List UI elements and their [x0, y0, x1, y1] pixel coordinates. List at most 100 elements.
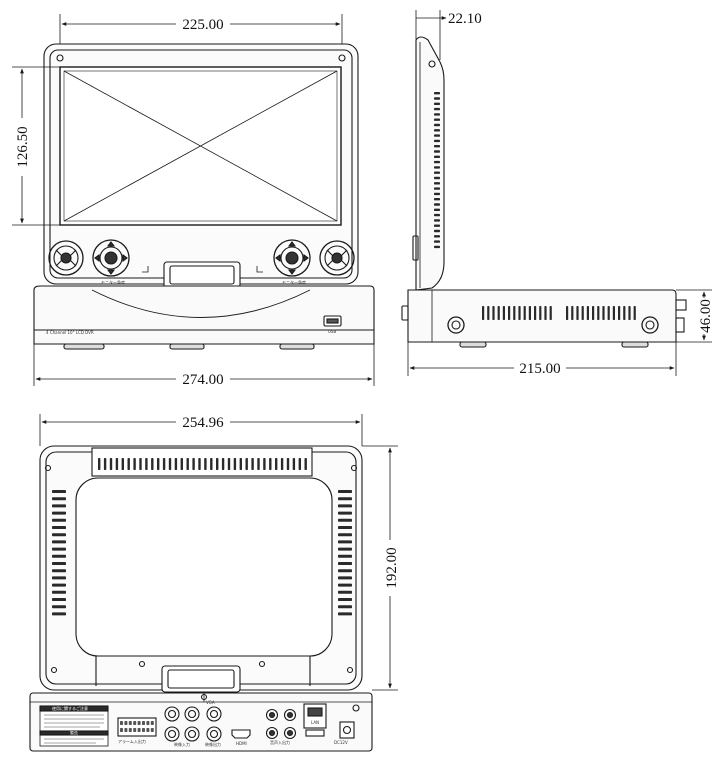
vent-slot	[434, 240, 440, 243]
vent-slot	[523, 306, 526, 320]
vent-slot	[146, 728, 150, 732]
front-base-width-dimension	[33, 344, 375, 386]
vent-slot	[586, 306, 589, 320]
vent-slot	[121, 458, 124, 470]
vent-slot	[338, 554, 352, 558]
vent-slot	[434, 235, 440, 238]
vent-slot	[338, 540, 352, 544]
vent-slot	[52, 518, 66, 522]
side-depth-dimension	[415, 10, 447, 60]
hdmi-label: HDMI	[236, 741, 247, 746]
vent-slot	[434, 129, 440, 132]
back-width-value: 254.96	[182, 415, 224, 431]
back-height-value: 192.00	[384, 547, 400, 588]
back-top-vents	[98, 458, 307, 470]
vent-slot	[338, 533, 352, 537]
vent-slot	[508, 306, 511, 320]
vent-slot	[52, 526, 66, 529]
vent-slot	[607, 306, 610, 320]
vent-slot	[434, 134, 440, 137]
vent-slot	[52, 576, 66, 580]
vent-slot	[120, 728, 123, 732]
vent-slot	[286, 458, 290, 470]
terminal-pins	[120, 721, 154, 732]
vent-slot	[52, 612, 66, 616]
vent-slot	[128, 728, 132, 732]
vent-slot	[52, 511, 66, 515]
hdmi-port-icon	[231, 729, 251, 739]
bnc-video-in-icon	[164, 706, 200, 742]
vent-slot	[52, 490, 66, 493]
vent-slot	[227, 458, 231, 470]
vent-slot	[216, 458, 219, 470]
vent-slot	[292, 458, 296, 470]
back-left-vents	[52, 490, 66, 616]
vent-slot	[528, 306, 531, 320]
back-height-dimension	[362, 445, 398, 691]
vent-slot	[497, 306, 500, 320]
vent-slot	[338, 598, 352, 601]
vent-slot	[157, 458, 160, 470]
vent-slot	[204, 458, 207, 470]
vent-slot	[233, 458, 237, 470]
vent-slot	[571, 306, 574, 320]
vent-slot	[124, 728, 128, 732]
vent-slot	[127, 458, 130, 470]
vent-slot	[52, 590, 66, 594]
vent-slot	[434, 155, 440, 158]
vent-slot	[210, 458, 213, 470]
vent-slot	[487, 306, 490, 320]
vent-slot	[434, 182, 440, 185]
side-base-depth-value: 215.00	[519, 361, 560, 377]
vent-slot	[338, 583, 352, 587]
vent-slot	[592, 306, 595, 320]
vent-slot	[98, 458, 101, 470]
monitor-angle-right-label: モニター角度	[282, 279, 306, 285]
vent-slot	[52, 504, 66, 508]
power-port-icon	[339, 721, 355, 739]
vent-slot	[338, 576, 352, 580]
vent-slot	[612, 306, 615, 320]
vent-slot	[434, 245, 440, 249]
vent-slot	[139, 458, 142, 470]
vent-slot	[115, 458, 119, 470]
vent-slot	[513, 306, 516, 320]
vent-slot	[434, 139, 440, 143]
vent-slot	[518, 306, 521, 320]
vent-slot	[597, 306, 600, 320]
vent-slot	[544, 306, 547, 320]
vent-slot	[434, 107, 440, 111]
vent-slot	[145, 458, 148, 470]
vent-slot	[492, 306, 495, 320]
front-view	[33, 43, 375, 350]
vent-slot	[434, 145, 440, 148]
back-right-vents	[338, 490, 352, 616]
front-base-width-value: 274.00	[182, 372, 223, 388]
vent-slot	[52, 569, 66, 573]
vent-slot	[338, 504, 352, 508]
vent-slot	[52, 547, 66, 551]
alarm-terminal-icon	[117, 717, 157, 737]
vent-slot	[434, 208, 440, 211]
vent-slot	[338, 562, 352, 565]
vent-slot	[275, 458, 278, 470]
vent-slot	[198, 458, 201, 470]
vent-slot	[269, 458, 272, 470]
vent-slot	[434, 118, 440, 121]
vent-slot	[338, 526, 352, 529]
vent-slot	[434, 113, 440, 116]
warning-title: 使用に関するご注意	[52, 705, 88, 711]
alarm-io-label: アラーム入出力	[118, 738, 146, 744]
power-label: DC12V	[334, 740, 348, 745]
front-width-dimension	[59, 14, 343, 44]
vent-slot	[146, 721, 150, 725]
vent-slot	[52, 540, 66, 544]
monitor-angle-left-label: モニター角度	[101, 279, 125, 285]
vent-slot	[434, 187, 440, 190]
vent-slot	[434, 166, 440, 169]
vent-slot	[434, 97, 440, 100]
vent-slot	[434, 102, 440, 105]
vent-slot	[150, 728, 154, 732]
vent-slot	[150, 721, 154, 725]
vent-slot	[434, 123, 440, 127]
